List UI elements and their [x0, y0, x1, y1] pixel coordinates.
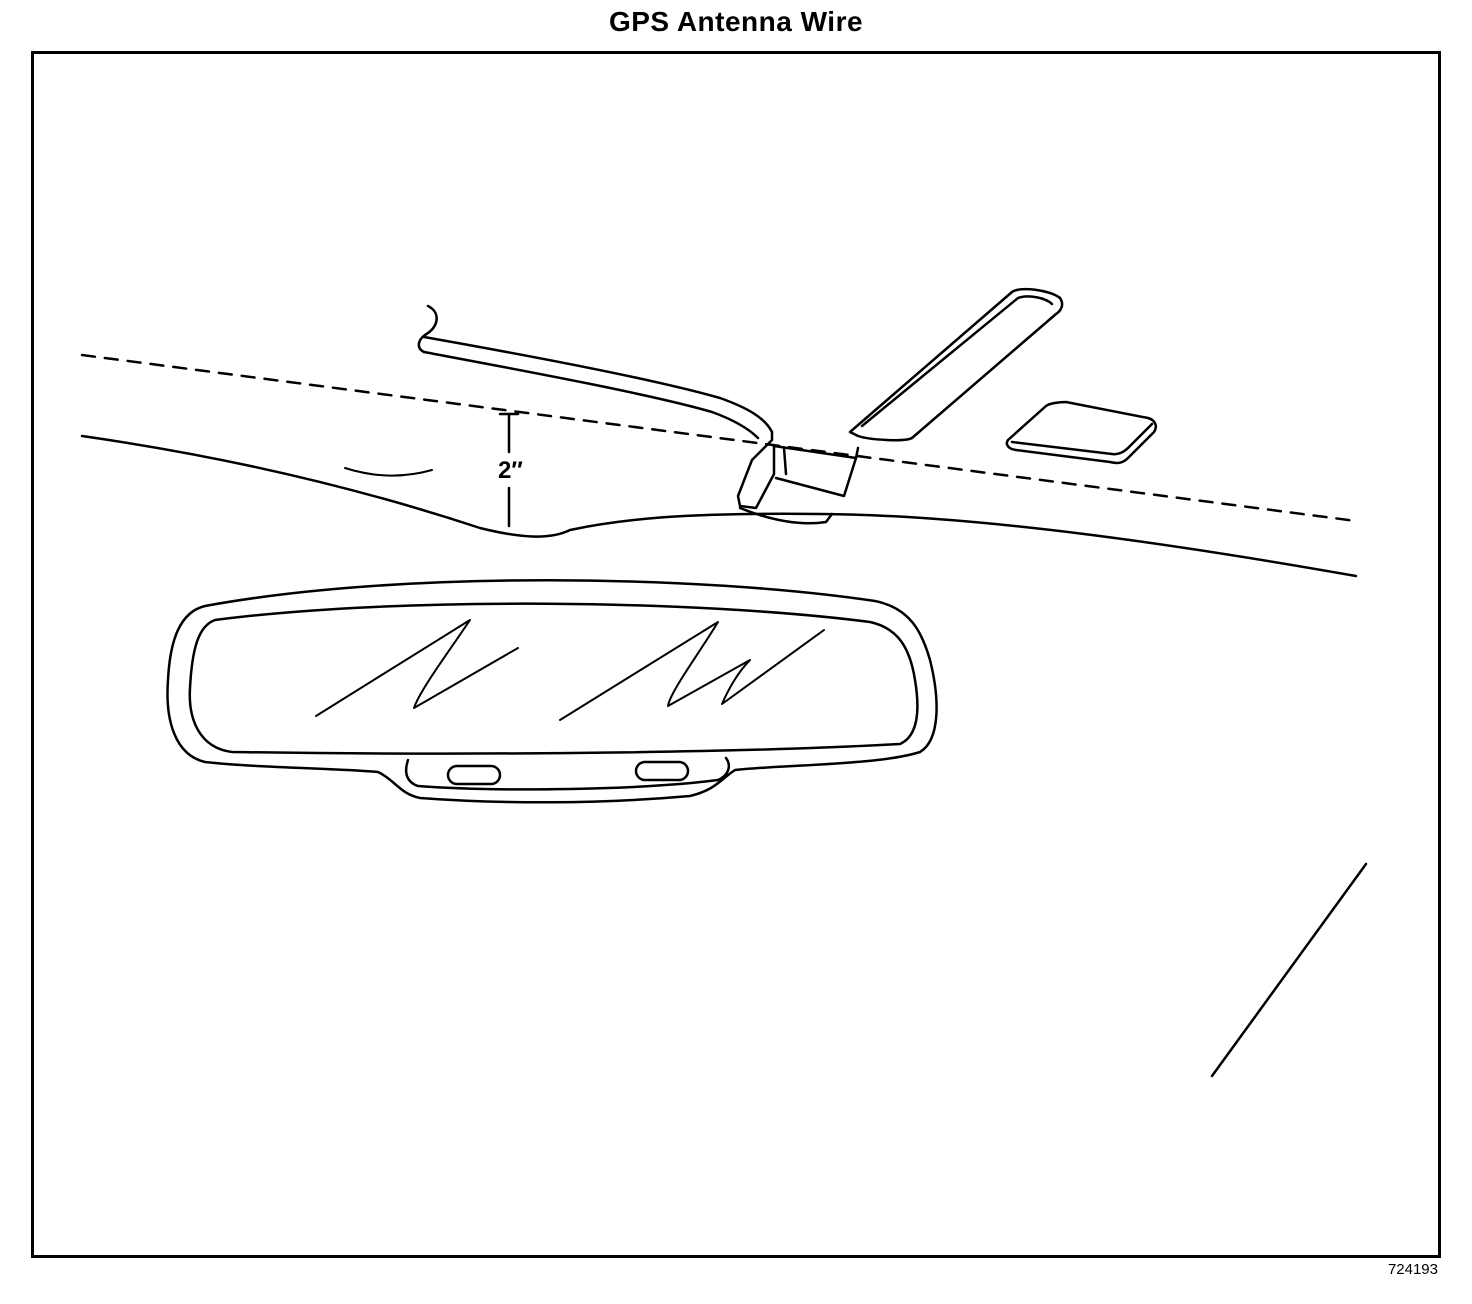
figure-number: 724193	[1387, 1261, 1438, 1278]
mirror-glare-strokes	[315, 619, 825, 721]
mirror-mount-bracket	[736, 430, 860, 525]
mirror-control-strip	[404, 756, 730, 791]
mirror-button-right	[634, 760, 690, 782]
figure-title: GPS Antenna Wire	[608, 6, 864, 37]
gps-antenna-mast	[848, 287, 1064, 442]
dimension-label: 2″	[498, 457, 523, 484]
dimension-marker	[498, 412, 520, 528]
rearview-mirror-housing	[166, 579, 938, 804]
headliner-edge	[80, 434, 1358, 578]
illustration-frame	[31, 51, 1441, 1258]
headliner-crease	[344, 467, 433, 477]
headliner-trim-strip	[417, 304, 774, 440]
gps-antenna-pad	[1005, 400, 1157, 465]
windshield-edge-line	[1210, 862, 1368, 1078]
rearview-mirror-glass	[188, 602, 919, 755]
antenna-wire-dashed-line	[80, 353, 1358, 523]
mirror-button-left	[446, 764, 502, 786]
